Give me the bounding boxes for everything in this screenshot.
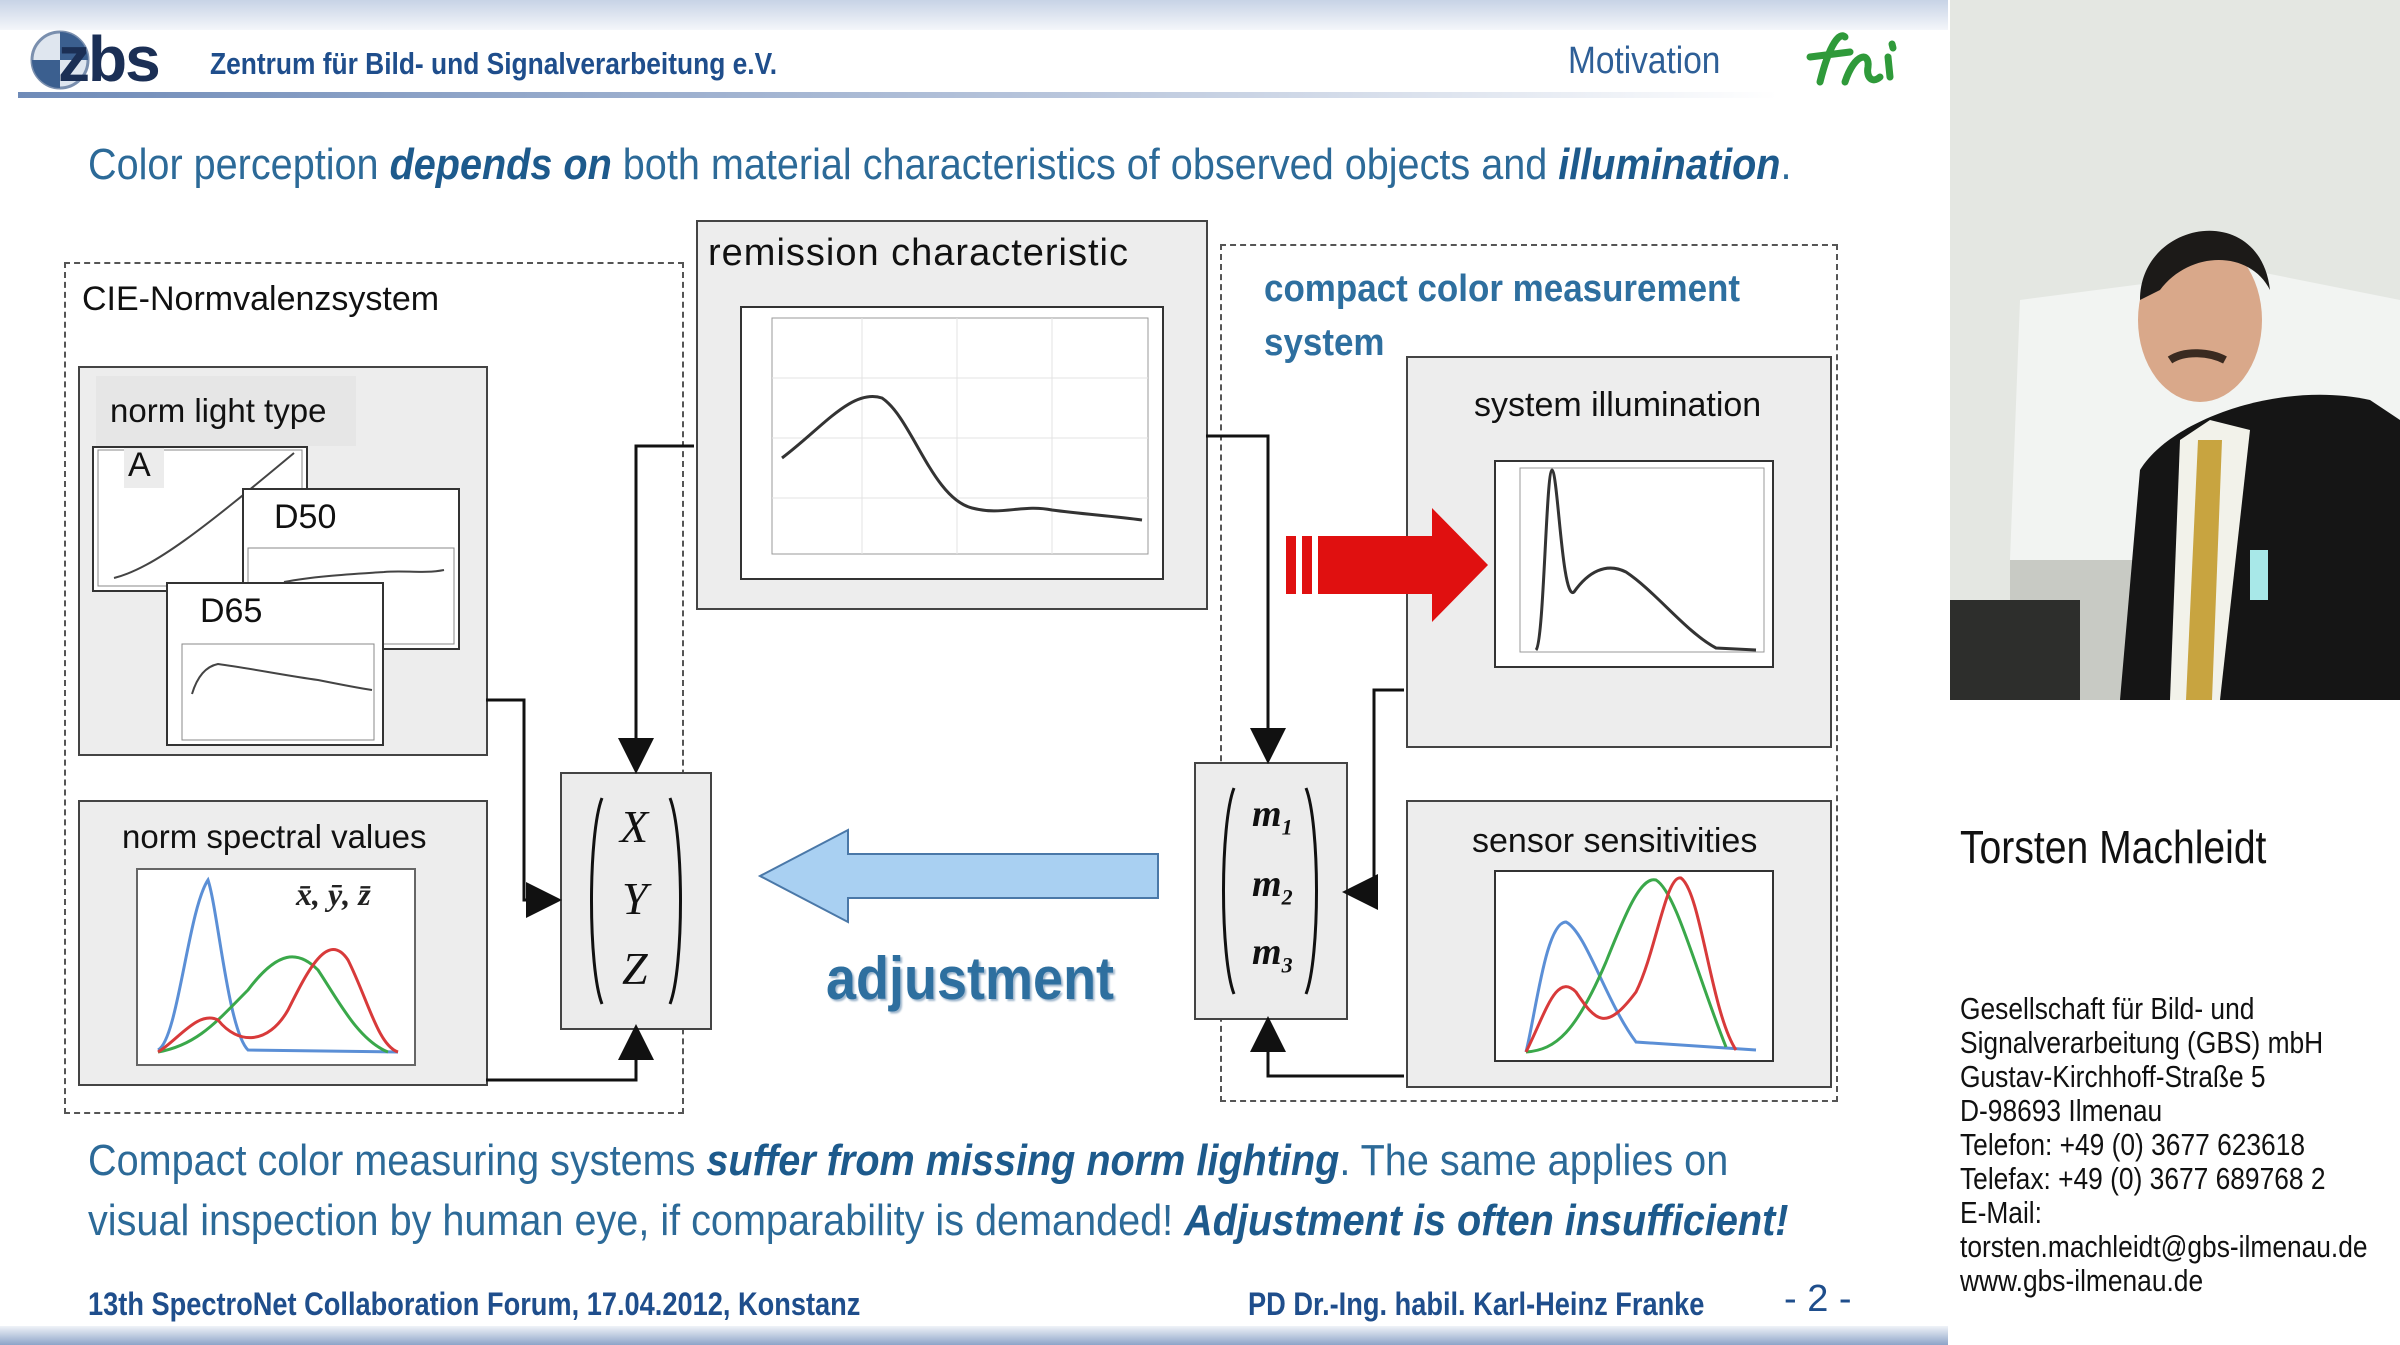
footer-author: PD Dr.-Ing. habil. Karl-Heinz Franke: [1248, 1286, 1705, 1322]
address-line: D-98693 Ilmenau: [1960, 1093, 2163, 1128]
norm-light-label-bg: [96, 376, 356, 446]
matrix-m2: m2: [1252, 863, 1293, 910]
slide-bottom-bar: [0, 1326, 1948, 1345]
blue-arrow-adjustment: [757, 828, 1159, 924]
compact-system-label-line1: compact color measurement: [1264, 268, 1741, 310]
norm-light-type-label: norm light type: [110, 392, 327, 429]
flow-connectors: [486, 434, 1404, 1082]
fax-line: Telefax: +49 (0) 3677 689768 2: [1960, 1161, 2326, 1196]
chart-remission: [740, 306, 1164, 580]
xyz-vector: X Y Z: [560, 772, 712, 1030]
chart-norm-spectral: [136, 868, 416, 1066]
matrix-x: X: [620, 801, 649, 852]
th-logo: [1806, 32, 1897, 86]
matrix-y: Y: [622, 873, 648, 924]
chart-system-illumination: [1494, 460, 1774, 668]
sensor-sensitivities-label: sensor sensitivities: [1472, 822, 1758, 860]
cie-group-label: CIE-Normvalenzsystem: [82, 280, 440, 318]
address-line: Gustav-Kirchhoff-Straße 5: [1960, 1059, 2266, 1094]
speaker-info-panel: [1950, 700, 2400, 1345]
email-address: torsten.machleidt@gbs-ilmenau.de: [1960, 1229, 2368, 1264]
label-bg-a: [124, 448, 164, 488]
zbs-logo-text: zbs: [58, 23, 161, 95]
cie-system-group: [64, 262, 684, 1114]
matrix-z: Z: [622, 943, 648, 994]
system-illumination-label: system illumination: [1474, 386, 1762, 424]
chart-sensor-sensitivities: [1494, 870, 1774, 1062]
speaker-video-feed: [1950, 0, 2400, 700]
footer-event: 13th SpectroNet Collaboration Forum, 17.…: [88, 1286, 861, 1322]
illuminant-d50-label: D50: [274, 498, 337, 536]
xyz-bar-label: x̄, ȳ, z̄: [296, 876, 371, 912]
matrix-m3: m3: [1252, 931, 1293, 978]
adjustment-label: adjustment: [826, 945, 1115, 1012]
speaker-name: Torsten Machleidt: [1960, 821, 2267, 873]
address-line: Gesellschaft für Bild- und: [1960, 991, 2255, 1026]
norm-spectral-values-label: norm spectral values: [122, 818, 427, 855]
section-title: Motivation: [1568, 40, 1721, 82]
bottom-line-2: visual inspection by human eye, if compa…: [88, 1196, 1789, 1245]
intro-sentence: Color perception depends on both materia…: [88, 140, 1792, 189]
matrix-m1: m1: [1252, 793, 1293, 840]
chart-illuminant-d65: [166, 582, 384, 746]
bottom-line-1: Compact color measuring systems suffer f…: [88, 1136, 1729, 1185]
address-line: Signalverarbeitung (GBS) mbH: [1960, 1025, 2324, 1060]
m-vector: m1 m2 m3: [1194, 762, 1348, 1020]
remission-label: remission characteristic: [708, 232, 1129, 274]
page-number: - 2 -: [1784, 1278, 1852, 1320]
website: www.gbs-ilmenau.de: [1960, 1263, 2204, 1298]
illuminant-d65-label: D65: [200, 592, 263, 630]
phone-line: Telefon: +49 (0) 3677 623618: [1960, 1127, 2306, 1162]
header-divider: [18, 92, 1778, 98]
compact-system-label-line2: system: [1264, 322, 1385, 364]
red-arrow-illumination: [1286, 508, 1488, 622]
slide-top-bar: [0, 0, 1948, 30]
presentation-slide: zbs Zentrum für Bild- und Signalverarbei…: [0, 0, 1948, 1345]
header-organization: Zentrum für Bild- und Signalverarbeitung…: [210, 46, 778, 81]
email-label: E-Mail:: [1960, 1195, 2042, 1230]
zbs-logo: [30, 30, 90, 90]
compact-system-group: [1220, 244, 1838, 1102]
illuminant-a-label: A: [128, 446, 151, 484]
